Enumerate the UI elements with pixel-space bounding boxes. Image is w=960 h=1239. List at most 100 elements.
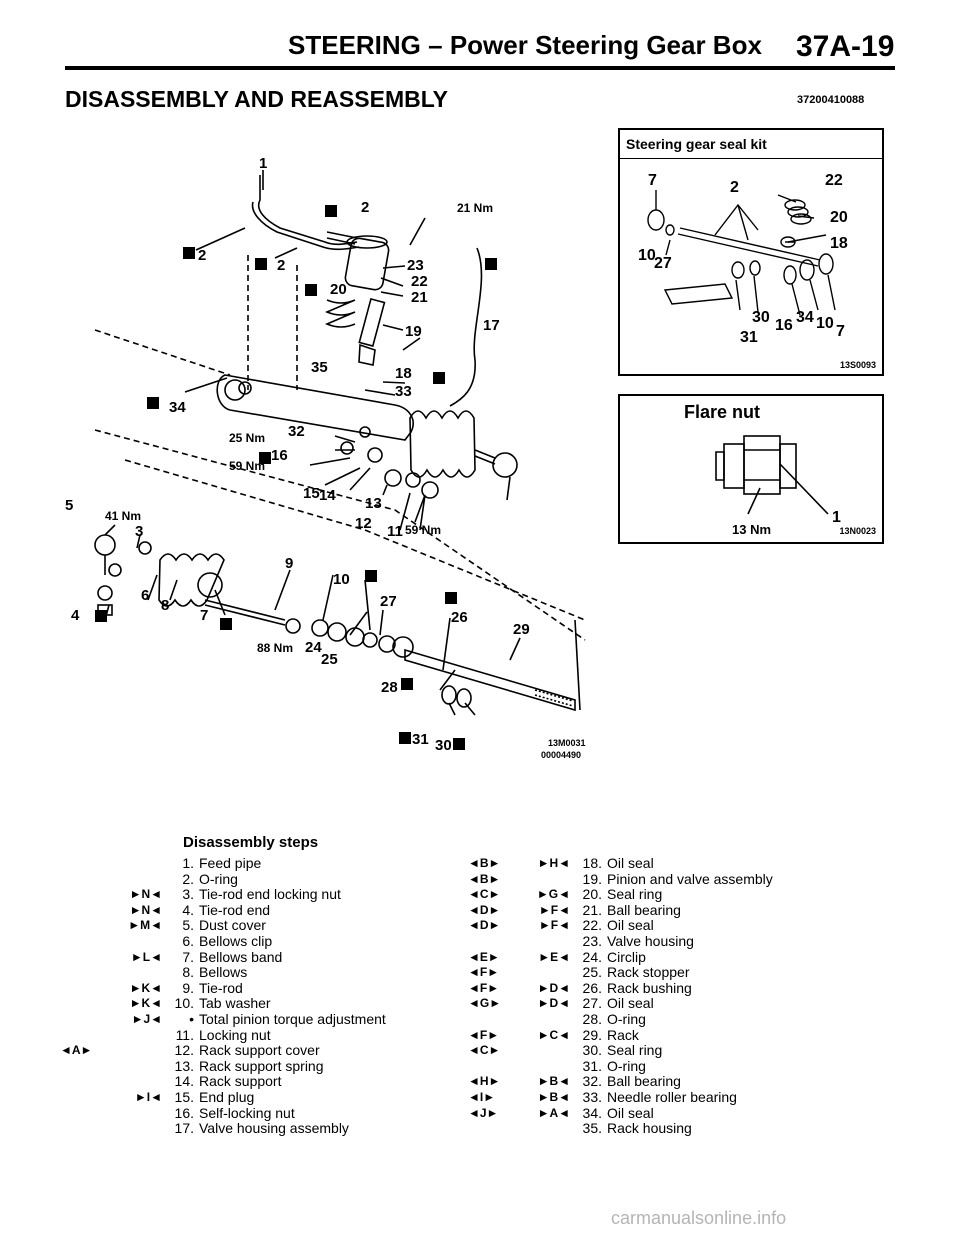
step-row: ◄G►►D◄27.Oil seal bbox=[468, 996, 888, 1012]
service-mark-a bbox=[60, 950, 122, 966]
service-mark-a bbox=[60, 1028, 122, 1044]
step-row: ◄F►25.Rack stopper bbox=[468, 965, 888, 981]
step-row: 31.O-ring bbox=[468, 1058, 888, 1075]
document-id: 37200410088 bbox=[797, 94, 865, 106]
service-mark-a: ◄C► bbox=[468, 887, 501, 902]
service-mark-a: ◄F► bbox=[468, 980, 500, 995]
callout-label: 9 bbox=[285, 555, 293, 572]
step-row: 11.Locking nut bbox=[60, 1027, 460, 1044]
replace-part-marker-letter: N bbox=[150, 399, 157, 409]
replace-part-marker: N bbox=[445, 592, 457, 604]
flare-nut-title: Flare nut bbox=[684, 402, 761, 422]
replace-part-marker-letter: N bbox=[262, 454, 269, 464]
service-mark-b: ►L◄ bbox=[130, 949, 162, 964]
step-text: Bellows clip bbox=[199, 932, 273, 949]
step-text: Rack stopper bbox=[607, 964, 690, 981]
replace-part-marker: N bbox=[147, 397, 159, 409]
replace-part-marker-letter: N bbox=[223, 620, 230, 630]
service-mark-b bbox=[122, 1043, 166, 1059]
step-text: Oil seal bbox=[607, 1104, 654, 1121]
step-text: Seal ring bbox=[607, 1042, 663, 1059]
replace-part-marker-letter: N bbox=[456, 740, 463, 750]
step-number: 2. bbox=[182, 870, 194, 887]
step-number: 28. bbox=[582, 1010, 602, 1027]
callout-label: 28 bbox=[381, 679, 398, 696]
step-row: ◄D►►F◄21.Ball bearing bbox=[468, 902, 888, 919]
callout-label: 22 bbox=[411, 273, 428, 290]
callout-label: 2 bbox=[198, 247, 206, 264]
service-mark-a: ◄C► bbox=[468, 1043, 501, 1058]
service-mark-b bbox=[530, 1012, 574, 1028]
service-mark-b: ►C◄ bbox=[537, 1027, 570, 1042]
service-mark-a: ◄B► bbox=[468, 856, 501, 870]
seal-kit-label: 30 bbox=[752, 309, 770, 326]
service-mark-a bbox=[60, 1121, 122, 1137]
service-mark-a bbox=[60, 996, 122, 1012]
callout-label: 6 bbox=[141, 587, 149, 604]
callout-label: 19 bbox=[405, 323, 422, 340]
service-mark-b bbox=[530, 872, 574, 888]
diagram-code-secondary: 00004490 bbox=[541, 750, 582, 760]
step-text: Tab washer bbox=[199, 995, 271, 1012]
callout-label: 33 bbox=[395, 383, 412, 400]
service-mark-b bbox=[530, 965, 574, 981]
step-number: 18. bbox=[582, 855, 602, 871]
step-row: 13.Rack support spring bbox=[60, 1058, 460, 1075]
step-number: 24. bbox=[582, 948, 602, 965]
service-mark-a bbox=[60, 887, 122, 903]
step-text: Oil seal bbox=[607, 855, 654, 871]
service-mark-b bbox=[122, 1028, 166, 1044]
service-mark-b bbox=[122, 965, 166, 981]
callout-label: 26 bbox=[451, 609, 468, 626]
seal-kit-label: 22 bbox=[825, 172, 843, 189]
step-row: ◄A►12.Rack support cover bbox=[60, 1043, 460, 1059]
callout-label: 15 bbox=[303, 485, 320, 502]
callout-label: 18 bbox=[395, 365, 412, 382]
seal-kit-label: 31 bbox=[740, 329, 758, 346]
service-mark-b: ►H◄ bbox=[537, 856, 570, 870]
diagram-code: 13M0031 bbox=[548, 738, 586, 748]
callout-label: 23 bbox=[407, 257, 424, 274]
service-mark-a bbox=[60, 965, 122, 981]
callout-label: 30 bbox=[435, 737, 452, 754]
callout-label: 7 bbox=[200, 607, 208, 624]
step-row: ►N◄4.Tie-rod end bbox=[60, 902, 460, 919]
callout-label: 5 bbox=[65, 497, 73, 514]
service-mark-b bbox=[530, 1043, 574, 1059]
step-text: Rack support cover bbox=[199, 1042, 320, 1059]
seal-kit-label: 18 bbox=[830, 235, 848, 252]
service-mark-a bbox=[60, 1059, 122, 1075]
step-row: ►I◄15.End plug bbox=[60, 1088, 460, 1106]
step-row: ◄E►►E◄24.Circlip bbox=[468, 948, 888, 966]
callout-label: 27 bbox=[380, 593, 397, 610]
step-number: 9. bbox=[182, 979, 194, 996]
service-mark-a: ◄F► bbox=[468, 1027, 500, 1042]
step-row: ◄D►►F◄22.Oil seal bbox=[468, 918, 888, 934]
step-number: 14. bbox=[174, 1073, 194, 1090]
step-number: 15. bbox=[174, 1088, 194, 1105]
seal-kit-label: 2 bbox=[730, 179, 739, 196]
step-number: 33. bbox=[582, 1088, 602, 1105]
step-number: 23. bbox=[582, 932, 602, 949]
step-number: • bbox=[189, 1010, 194, 1027]
service-mark-a bbox=[60, 856, 122, 872]
step-number: 19. bbox=[582, 870, 602, 887]
replace-part-marker-letter: N bbox=[98, 612, 105, 622]
step-number: 7. bbox=[182, 948, 194, 965]
step-text: Feed pipe bbox=[199, 855, 262, 871]
page-number: 37A-19 bbox=[796, 30, 895, 63]
callout-label: 32 bbox=[288, 423, 305, 440]
callout-label: 35 bbox=[311, 359, 328, 376]
step-text: Total pinion torque adjustment bbox=[199, 1010, 386, 1027]
seal-kit-title: Steering gear seal kit bbox=[626, 136, 767, 152]
step-text: Ball bearing bbox=[607, 1073, 681, 1090]
callout-label: 25 bbox=[321, 651, 338, 668]
step-text: Self-locking nut bbox=[199, 1104, 295, 1121]
step-row: ◄C►30.Seal ring bbox=[468, 1043, 888, 1059]
callout-label: 41 Nm bbox=[105, 509, 141, 523]
callout-label: 2 bbox=[277, 257, 285, 274]
step-text: Seal ring bbox=[607, 886, 663, 903]
service-mark-b: ►M◄ bbox=[128, 918, 162, 933]
step-row: 14.Rack support bbox=[60, 1074, 460, 1090]
